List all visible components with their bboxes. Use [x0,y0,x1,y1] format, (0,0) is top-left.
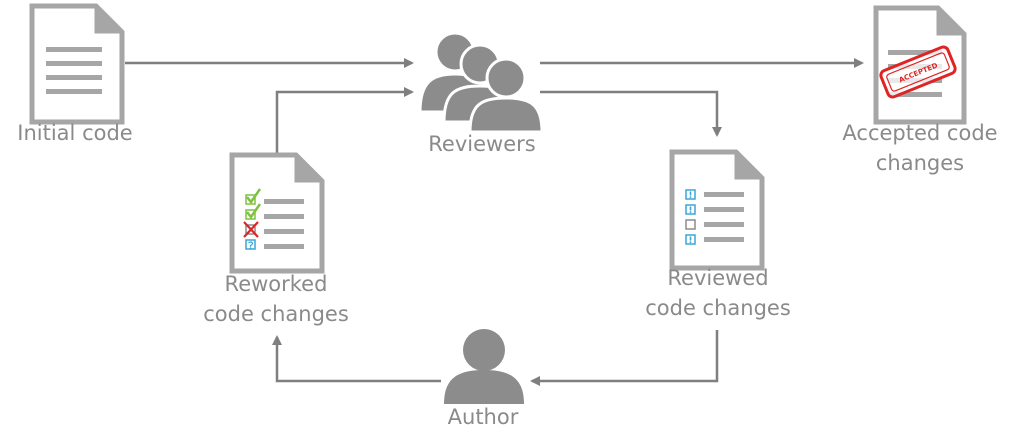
document-icon-reworked [229,152,325,274]
arrow-reworked-to-reviewers [275,87,414,153]
arrows [125,58,864,386]
reviewers-group-icon [418,31,544,134]
label-reviewers: Reviewers [428,132,536,156]
question-mark-icon [245,239,256,250]
exclamation-mark-icon-3 [685,234,696,245]
label-author: Author [447,405,519,429]
exclamation-mark-icon-2 [685,204,696,215]
author-person-icon [444,329,524,404]
document-icon-initial-code [29,3,125,125]
red-x-icon [243,221,259,238]
document-icon-reviewed [669,149,765,271]
exclamation-mark-icon-1 [685,189,696,200]
label-reviewed-code-changes: Reviewed code changes [645,266,791,320]
green-check-icon-1 [245,188,262,205]
arrow-author-to-reworked [272,335,441,383]
empty-checkbox-icon [685,219,696,230]
document-icon-accepted: ACCEPTED [873,5,967,125]
accepted-stamp: ACCEPTED [879,45,957,99]
label-initial-code: Initial code [17,121,133,145]
arrow-reviewed-to-author [530,330,719,386]
green-check-icon-2 [245,203,262,220]
label-accepted-code-changes: Accepted code changes [842,121,998,175]
arrow-reviewers-to-reviewed [540,90,722,137]
person-icon-front [468,57,544,134]
label-reworked-code-changes: Reworked code changes [203,272,349,326]
